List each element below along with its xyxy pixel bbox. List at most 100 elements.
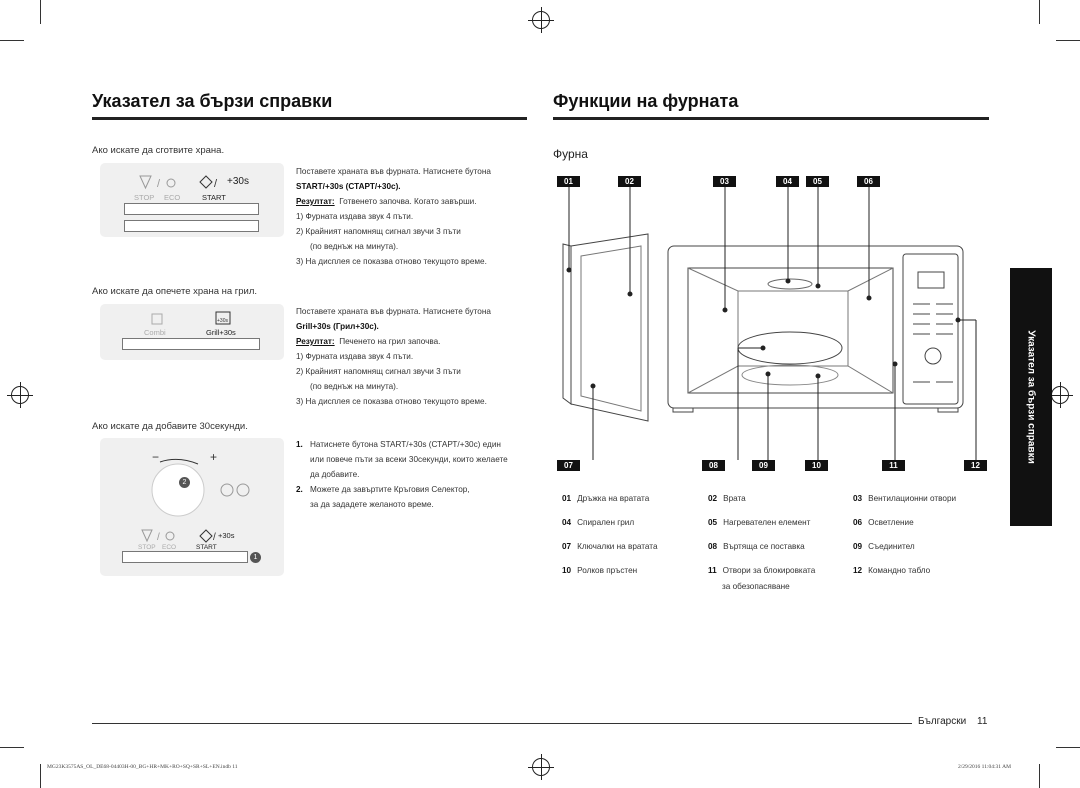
start-button-bar[interactable] [124, 203, 259, 215]
result-label: Резултат: [296, 197, 335, 206]
eco-icon [166, 178, 176, 188]
list-item: 3) На дисплея се показва отново текущото… [296, 397, 487, 406]
combi-icon [151, 313, 163, 325]
dial [924, 347, 942, 365]
section-grill-text: Поставете храната във фурната. Натиснете… [296, 304, 526, 409]
section-add30-text: 1. Натиснете бутона START/+30s (СТАРТ/+3… [296, 437, 528, 512]
oven-body [667, 245, 964, 409]
start-icon [199, 175, 213, 189]
control-panel-start: / / +30s STOP ECO START [100, 163, 284, 237]
start-icon [199, 529, 213, 543]
crop-mark [1056, 40, 1080, 41]
door-handle [562, 243, 572, 405]
start-button-bar[interactable] [124, 220, 259, 232]
print-date: 2/29/2016 11:04:31 AM [958, 764, 1011, 770]
minus-label: − [152, 450, 160, 464]
eco-label: ECO [164, 193, 181, 202]
crop-mark [40, 0, 41, 24]
grill-label: Grill+30s [206, 328, 236, 337]
badge-06: 06 [857, 176, 880, 187]
text-line: Поставете храната във фурната. Натиснете… [296, 167, 491, 176]
registration-mark-icon [528, 7, 554, 33]
page-number: 11 [977, 716, 988, 727]
right-page-title: Функции на фурната [553, 91, 739, 111]
dial-knob [151, 463, 205, 517]
grill-icon [215, 311, 231, 325]
step-number: 1. [296, 440, 303, 449]
svg-text:/: / [213, 532, 216, 543]
stop-icon [139, 175, 152, 190]
right-title-rule [553, 117, 989, 120]
registration-mark-icon [1047, 382, 1073, 408]
callout-2: 2 [179, 477, 190, 488]
list-item: (по веднъж на минута). [310, 382, 399, 391]
crop-mark [1056, 747, 1080, 748]
svg-text:/: / [214, 178, 218, 190]
crop-mark [40, 764, 41, 788]
button-name: Grill+30s (Грил+30с). [296, 322, 379, 331]
start-button-bar[interactable] [122, 551, 248, 563]
crop-mark [0, 747, 24, 748]
left-page-title: Указател за бързи справки [92, 91, 333, 111]
footer-language: Български [918, 716, 967, 727]
step-number: 2. [296, 485, 303, 494]
left-title-rule [92, 117, 527, 120]
svg-text:/: / [157, 532, 160, 543]
badge-10: 10 [805, 460, 828, 471]
oven-cavity [687, 267, 894, 394]
section-add30-heading: Ако искате да добавите 30секунди. [92, 421, 248, 432]
timer-icon [236, 483, 250, 497]
list-item: (по веднъж на минута). [310, 242, 399, 251]
badge-11: 11 [882, 460, 905, 471]
registration-mark-icon [7, 382, 33, 408]
badge-04: 04 [776, 176, 799, 187]
stop-label: STOP [138, 544, 156, 551]
plus-label: + [210, 450, 218, 464]
dial-graphic [151, 458, 250, 517]
list-item: 3) На дисплея се показва отново текущото… [296, 257, 487, 266]
registration-mark-icon [528, 754, 554, 780]
stop-label: STOP [134, 193, 155, 202]
badge-02: 02 [618, 176, 641, 187]
text-line: да добавите. [310, 470, 360, 479]
start-label: START [202, 193, 226, 202]
list-item: 2) Крайният напомнящ сигнал звучи 3 пъти [296, 227, 461, 236]
svg-text:+30s: +30s [217, 318, 228, 324]
text-line: Поставете храната във фурната. Натиснете… [296, 307, 491, 316]
rotate-arrow-icon [159, 458, 199, 465]
eco-label: ECO [162, 544, 177, 551]
grill-coil [767, 278, 813, 290]
part-11-continuation: за обезопасяване [722, 582, 790, 591]
oven-illustration [562, 187, 977, 460]
text-line: Можете да завъртите Кръговия Селектор, [310, 485, 470, 494]
plus30-label: +30s [218, 531, 235, 540]
side-tab-label: Указател за бързи справки [1025, 330, 1037, 464]
crop-mark [0, 40, 24, 41]
result-label: Резултат: [296, 337, 335, 346]
badge-05: 05 [806, 176, 829, 187]
panel-icons: / / [141, 529, 216, 543]
badge-09: 09 [752, 460, 775, 471]
crop-mark [1039, 764, 1040, 788]
grill-button-bar[interactable] [122, 338, 260, 350]
control-panel-grill: +30s Combi Grill+30s [100, 304, 284, 360]
list-item: 2) Крайният напомнящ сигнал звучи 3 пъти [296, 367, 461, 376]
callout-1: 1 [250, 552, 261, 563]
dial-hand-icon [220, 483, 234, 497]
control-panel-dial: − + 2 / / +30s STOP ECO START 1 [100, 438, 284, 576]
list-item: 1) Фурната издава звук 4 пъти. [296, 352, 414, 361]
section-cook-text: Поставете храната във фурната. Натиснете… [296, 164, 526, 269]
crop-mark [1039, 0, 1040, 24]
stop-icon [141, 529, 153, 543]
